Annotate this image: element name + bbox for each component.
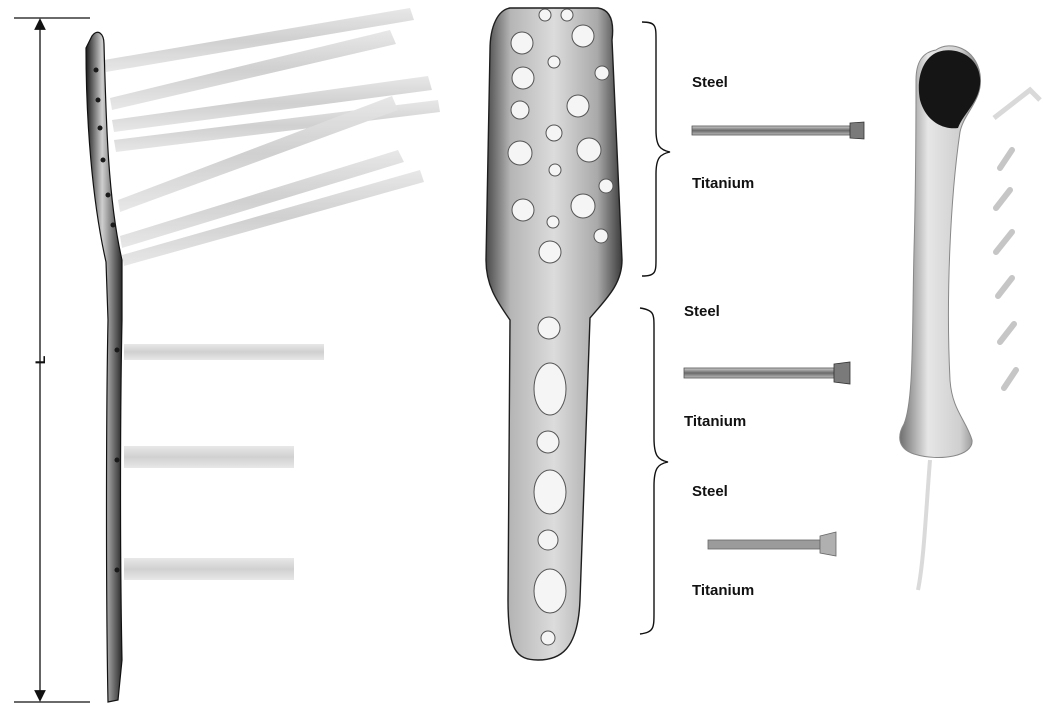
humerus-bone-icon [900,46,1040,590]
bracket-1-bottom-label: Titanium [692,175,754,192]
bracket-3-top-label: Steel [692,483,728,500]
dimension-arrow-icon [14,18,90,702]
plate-front-view-icon [486,8,622,660]
bracket-3-bottom-label: Titanium [692,582,754,599]
brace-icon [640,22,670,634]
dimension-label: L [32,348,48,372]
bracket-2-bottom-label: Titanium [684,413,746,430]
side-view-screws [104,8,440,580]
bracket-1-top-label: Steel [692,74,728,91]
plate-side-view-icon [86,32,122,702]
bracket-2-top-label: Steel [684,303,720,320]
